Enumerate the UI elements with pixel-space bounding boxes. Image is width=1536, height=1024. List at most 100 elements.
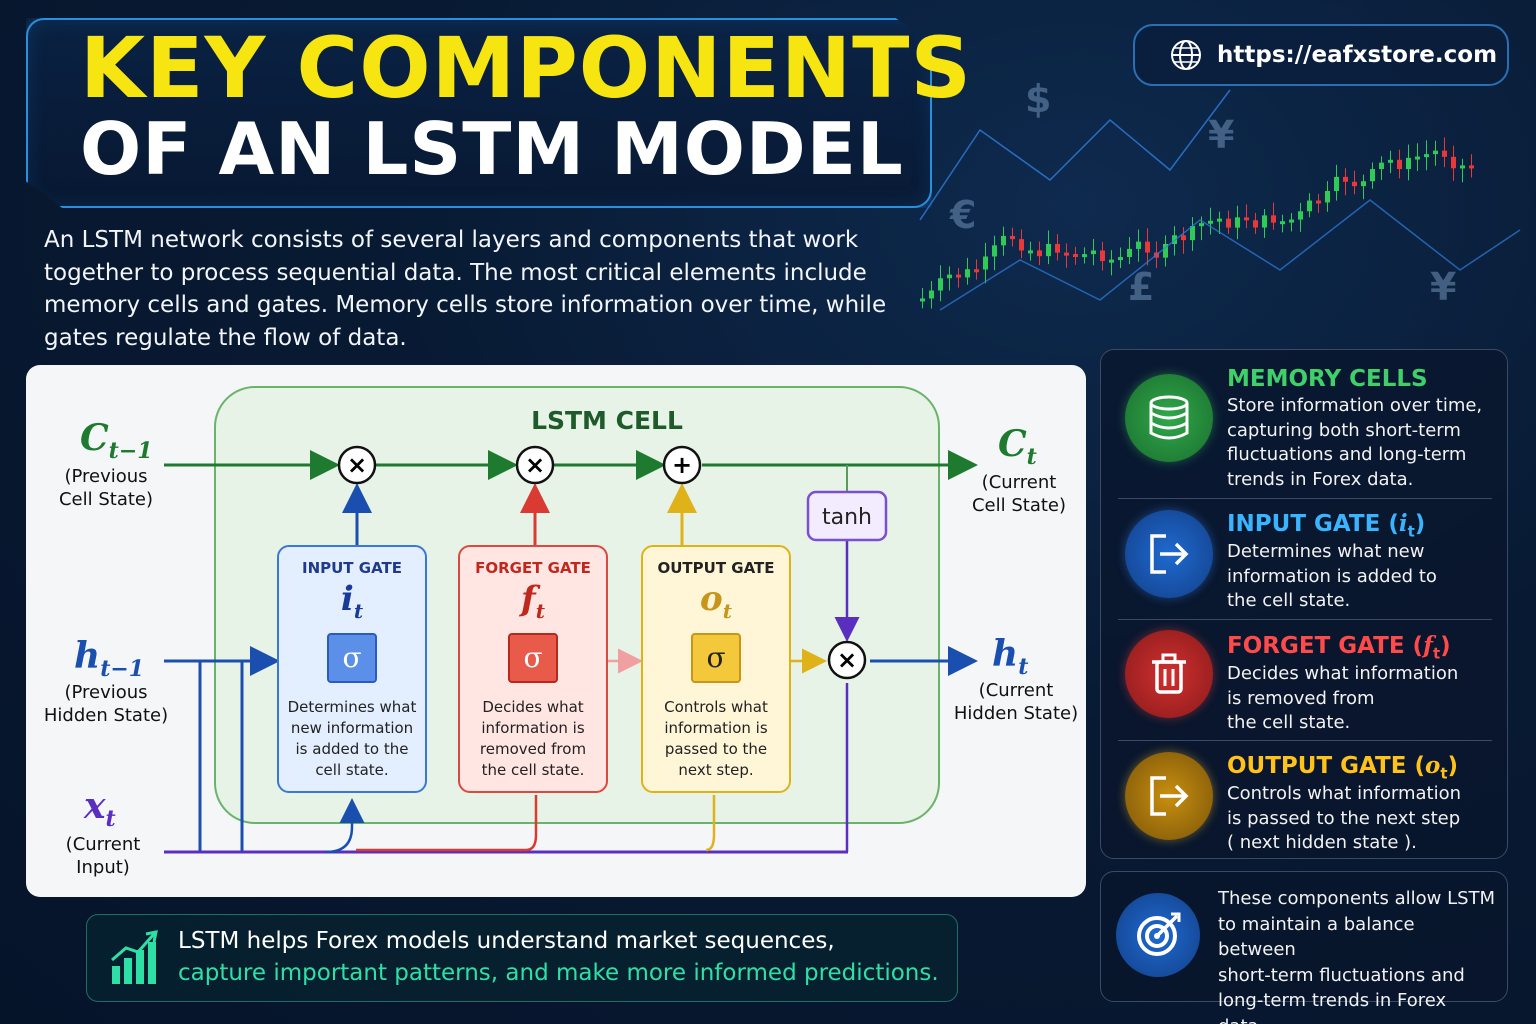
candle-body: [974, 269, 979, 273]
output-sigmoid: σ: [691, 632, 741, 683]
candle-body: [1244, 217, 1249, 221]
candle-body: [1100, 250, 1105, 262]
candle-body: [1037, 250, 1042, 257]
memory-cells-title: MEMORY CELLS: [1227, 366, 1428, 392]
database-icon: [1125, 374, 1213, 462]
h-prev-var: ht−1: [74, 635, 145, 683]
multiply-op-2: [515, 445, 555, 485]
tanh-box: [806, 490, 888, 542]
candle-body: [1433, 150, 1438, 155]
growth-chart-icon: [111, 930, 158, 984]
candle-body: [956, 274, 961, 278]
candle-body: [965, 269, 970, 278]
candle-body: [1064, 252, 1069, 256]
candle-body: [1190, 226, 1195, 241]
candle-body: [1343, 176, 1348, 182]
add-op: [662, 445, 702, 485]
forget-sigmoid: σ: [508, 632, 558, 683]
tanh-label: tanh: [822, 505, 872, 530]
euro-symbol: €: [949, 193, 976, 237]
multiply-op-2-label: ×: [525, 451, 545, 479]
candle-body: [1118, 257, 1123, 261]
candle-body: [1379, 162, 1384, 170]
candle-body: [1028, 250, 1033, 254]
input-sigmoid: σ: [327, 632, 377, 683]
target-icon: [1116, 893, 1200, 977]
candle-body: [1217, 218, 1222, 222]
lstm-diagram: LSTM CELL × ×: [26, 365, 1086, 897]
h-t-var: ht: [992, 633, 1029, 681]
multiply-op-3: [827, 640, 867, 680]
memory-cells-desc: Store information over time,capturing bo…: [1227, 395, 1483, 490]
bottom-note: [86, 914, 958, 1002]
candle-body: [1010, 235, 1015, 240]
candle-body: [1334, 176, 1339, 191]
input-gate-name: INPUT GATE: [302, 559, 402, 577]
candle-body: [1127, 248, 1132, 258]
output-gate-symbol: ot: [700, 579, 732, 623]
candle-body: [1091, 250, 1096, 255]
title-banner: [26, 18, 932, 208]
note-line-2: capture important patterns, and make mor…: [178, 960, 939, 986]
candle-body: [1298, 211, 1303, 220]
input-gate-symbol: it: [340, 579, 364, 623]
forex-chart-decoration: $ ¥ € £ ¥: [919, 77, 1521, 311]
candle-body: [1352, 181, 1357, 187]
candlesticks: [920, 137, 1474, 309]
candle-body: [1109, 259, 1114, 263]
pound-symbol: £: [1128, 265, 1154, 309]
yen-symbol: ¥: [1208, 113, 1234, 157]
candle-body: [1361, 181, 1366, 187]
website-link[interactable]: https://eafxstore.com: [1133, 24, 1509, 86]
login-arrow-icon: [1125, 510, 1213, 598]
candle-body: [1226, 218, 1231, 228]
candle-body: [1388, 159, 1393, 163]
yen-symbol-2: ¥: [1430, 265, 1456, 309]
c-prev-var: Ct−1: [80, 417, 153, 465]
trash-icon: [1125, 630, 1213, 718]
candle-body: [1163, 243, 1168, 258]
candle-body: [947, 274, 952, 279]
divider: [1118, 619, 1492, 620]
title-line-2: OF AN LSTM MODEL: [80, 107, 904, 191]
website-url: https://eafxstore.com: [1217, 42, 1498, 68]
c-t-var: Ct: [998, 423, 1037, 471]
candle-body: [1415, 156, 1420, 160]
candle-body: [1145, 241, 1150, 253]
candle-body: [1442, 150, 1447, 157]
candle-body: [1055, 243, 1060, 253]
forget-gate-name: FORGET GATE: [475, 559, 591, 577]
forget-gate-symbol: ft: [521, 579, 545, 623]
intro-paragraph: An LSTM network consists of several laye…: [44, 227, 887, 351]
divider: [1118, 498, 1492, 499]
candle-body: [1208, 220, 1213, 224]
multiply-op-1: [337, 445, 377, 485]
title-line-1: KEY COMPONENTS: [80, 19, 972, 117]
logout-arrow-icon: [1125, 752, 1213, 840]
candle-body: [1073, 254, 1078, 258]
divider: [1118, 740, 1492, 741]
output-gate-title: OUTPUT GATE (ot): [1227, 752, 1458, 783]
candle-body: [1451, 156, 1456, 169]
candle-body: [1271, 215, 1276, 223]
candle-body: [1136, 241, 1141, 249]
globe-icon: [1171, 40, 1201, 70]
candle-body: [920, 298, 925, 302]
candle-body: [1460, 165, 1465, 169]
candle-body: [929, 290, 934, 299]
dollar-symbol: $: [1025, 77, 1051, 121]
add-op-label: +: [672, 451, 692, 479]
